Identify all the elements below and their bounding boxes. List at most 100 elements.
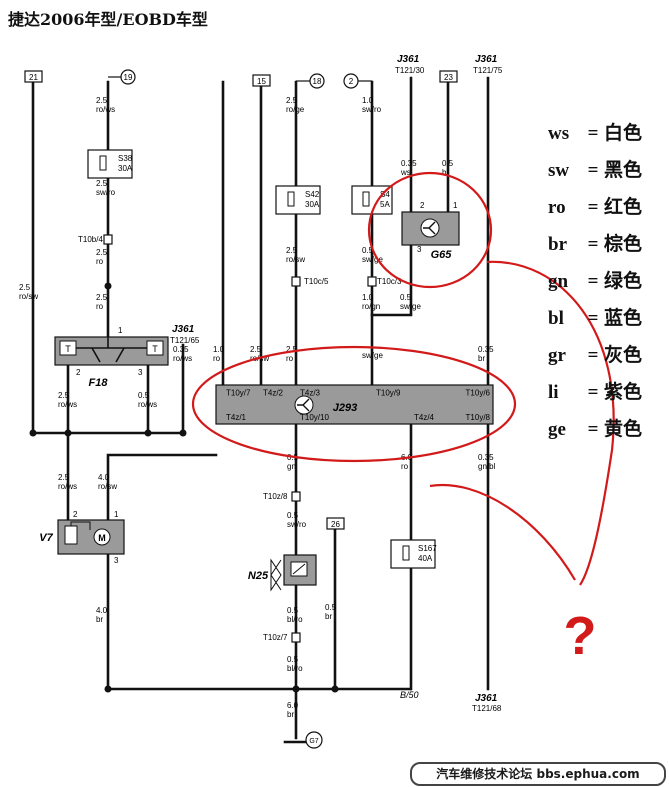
v7-label: V7 — [39, 532, 53, 544]
wire-label-w68: gn/bl — [478, 462, 496, 471]
wire-label-wt10c5: ro — [286, 354, 294, 363]
wire-label-wn25b: sw/ro — [287, 520, 307, 529]
connector-label-t10z8: T10z/8 — [263, 492, 288, 501]
j361-ref-name: J361 — [397, 54, 420, 65]
wire-label-wn25b: 0.5 — [287, 511, 299, 520]
g65-label: G65 — [431, 249, 453, 261]
fuse-name-s4: S4 — [380, 190, 390, 199]
g65-pin: 1 — [453, 201, 458, 210]
v7-pin: 2 — [73, 510, 78, 519]
connector-label-t10c: T10c/3 — [377, 277, 402, 286]
f18-component: T T 1 2 3 — [54, 326, 169, 377]
terminal-19: 19 — [108, 69, 136, 85]
wire-label-wsg: sw/ge — [362, 351, 383, 360]
legend-row: ro=红色 — [548, 196, 643, 218]
connector-label-t10c5: T10c/5 — [304, 277, 329, 286]
wire-label-w2: 1.0 — [362, 96, 374, 105]
fuse-name-s38: S38 — [118, 154, 133, 163]
wire-label-w167: ro — [401, 462, 409, 471]
f18-terminal-t: T — [65, 344, 71, 354]
connector-t10z8 — [291, 491, 301, 502]
wire-label-wg65b: sw/ge — [400, 302, 421, 311]
wire-label-w26: 0.5 — [325, 603, 337, 612]
b50-ref: B/50 — [400, 690, 419, 700]
terminal-label-t2: 2 — [349, 77, 354, 86]
wire-label-wv7a: 2.5 — [58, 473, 70, 482]
forum-footer-link[interactable]: 汽车维修技术论坛 bbs.ephua.com — [410, 762, 666, 786]
wire-label-wg65l: ws — [400, 168, 411, 177]
diagram-title: 捷达2006年型/EOBD车型 — [8, 10, 208, 29]
wire-label-w75: br — [478, 354, 485, 363]
terminal-label-t26: 26 — [331, 520, 340, 529]
wire-label-wf18b: ro/ws — [138, 400, 157, 409]
j293-pin-label: T4z/1 — [226, 413, 247, 422]
terminal-26: 26 — [326, 517, 345, 530]
wire-label-wg65l: 0.35 — [401, 159, 417, 168]
annotation-curve-j293 — [429, 483, 576, 581]
terminal-label-tg7: G7 — [309, 738, 318, 745]
j361-ref-pin: T121/65 — [170, 336, 200, 345]
color-legend: ws=白色 sw=黑色 ro=红色 br=棕色 gn=绿色 bl=蓝色 gr=灰… — [548, 118, 668, 451]
terminal-15: 15 — [252, 74, 271, 87]
question-mark-annotation: ? — [564, 606, 597, 666]
wire-label-wt10c: 1.0 — [362, 293, 374, 302]
wire-label-w15: 2.5 — [250, 345, 262, 354]
j361-ref-name: J361 — [172, 324, 195, 335]
j293-pin-label: T4z/4 — [414, 413, 435, 422]
f18-label: F18 — [89, 377, 109, 389]
j293-pin-label: T10y/7 — [226, 389, 251, 398]
wire-label-w10ro: ro — [213, 354, 221, 363]
wire-label-wf18in: ro — [96, 302, 104, 311]
terminal-label-t23: 23 — [444, 73, 453, 82]
v7-pin: 3 — [114, 556, 119, 565]
f18-terminal-t: T — [152, 344, 158, 354]
j361-references: J361 T121/30 J361 T121/75 J361 T121/65 J… — [170, 54, 503, 713]
fuse-name-s167: S167 — [418, 544, 437, 553]
wire-label-w38b: sw/ro — [96, 188, 116, 197]
v7-pin: 1 — [114, 510, 119, 519]
terminal-label-t19: 19 — [124, 73, 133, 82]
j293-control-unit: J293 T10y/7 T4z/2 T4z/3 T10y/9 T10y/6 T4… — [215, 384, 494, 425]
wire-label-wv7g: br — [96, 615, 103, 624]
connector-t10b4 — [103, 234, 113, 245]
v7-fan-motor: M 2 1 3 — [57, 510, 125, 565]
wire-label-wt10c: ro/gn — [362, 302, 380, 311]
wire-g65-out — [370, 243, 413, 317]
wire-label-w2: sw/ro — [362, 105, 382, 114]
j361-ref-pin: T121/68 — [472, 704, 502, 713]
wire-label-w19: 2.5 — [96, 96, 108, 105]
wire-label-wj361a: 0.35 — [173, 345, 189, 354]
wire-label-w75: 0.35 — [478, 345, 494, 354]
j293-pin-label: T4z/3 — [300, 389, 321, 398]
annotation-ellipse-g65 — [367, 171, 493, 289]
j361-ref-pin: T121/75 — [473, 66, 503, 75]
terminal-label-t18: 18 — [313, 77, 322, 86]
wire-label-w68: 0.35 — [478, 453, 494, 462]
f18-pin: 3 — [138, 368, 143, 377]
j293-label: J293 — [333, 402, 357, 414]
legend-row: li=紫色 — [548, 381, 643, 403]
legend-row: br=棕色 — [548, 233, 643, 255]
n25-label: N25 — [248, 570, 269, 582]
connector-t10z7 — [291, 632, 301, 643]
f18-pin: 2 — [76, 368, 81, 377]
terminal-label-t15: 15 — [257, 77, 266, 86]
terminal-label-t21: 21 — [29, 73, 38, 82]
g65-pin: 3 — [417, 245, 422, 254]
wire-label-w10ro: 1.0 — [213, 345, 225, 354]
connector-t10c — [367, 276, 377, 287]
wire-label-wf18in: 2.5 — [96, 293, 108, 302]
wire-label-w26: br — [325, 612, 332, 621]
wire-label-ws42: 2.5 — [286, 246, 298, 255]
wire-label-wt10b4: ro — [96, 257, 104, 266]
wire-label-wv7b: ro/sw — [98, 482, 117, 491]
j293-pin-label: T10y/10 — [300, 413, 329, 422]
wire-label-wg7: 6.0 — [287, 701, 299, 710]
terminal-21: 21 — [24, 70, 43, 83]
wire-label-wg65r: br — [442, 168, 449, 177]
annotation-ellipse-j293 — [191, 345, 517, 463]
connector-label-t10z7: T10z/7 — [263, 633, 288, 642]
